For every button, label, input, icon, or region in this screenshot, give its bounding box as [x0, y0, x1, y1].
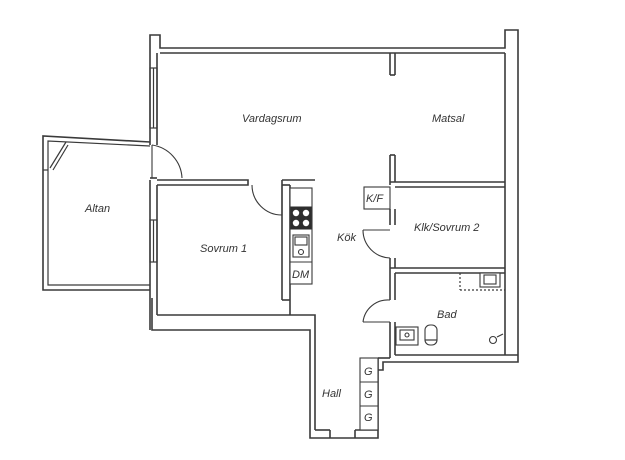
stove [290, 206, 312, 230]
room-label-kok: Kök [337, 232, 356, 244]
klk-door [362, 209, 396, 268]
wardrobe-label-1: G [364, 366, 373, 378]
kitchen-counter [289, 187, 313, 285]
bedroom1-door [251, 184, 283, 216]
wardrobes [359, 357, 379, 431]
wardrobe-label-3: G [364, 412, 373, 424]
dishwasher-label: DM [292, 269, 310, 281]
fridge-freezer-label: K/F [366, 193, 384, 205]
window-left-upper [149, 67, 158, 129]
balcony-door [150, 144, 183, 179]
fridge-freezer [363, 186, 391, 210]
toilet [424, 324, 438, 346]
room-label-bad: Bad [437, 309, 457, 321]
balcony-outline [42, 135, 151, 291]
window-left-lower [149, 219, 158, 263]
wall-matsal-klk [390, 181, 505, 188]
room-label-matsal: Matsal [432, 113, 465, 125]
room-label-klk-sovrum2: Klk/Sovrum 2 [414, 222, 479, 234]
wall-bedroom-kitchen [281, 185, 291, 315]
room-label-sovrum1: Sovrum 1 [200, 243, 247, 255]
wall-matsal-divider [389, 53, 396, 185]
room-label-altan: Altan [84, 203, 110, 215]
wall-living-bedroom [157, 179, 315, 186]
bathroom-door [362, 299, 440, 359]
outer-walls [149, 29, 519, 439]
room-label-vardagsrum: Vardagsrum [242, 113, 302, 125]
room-label-hall: Hall [322, 388, 342, 400]
wardrobe-label-2: G [364, 389, 373, 401]
shower-drain [488, 335, 498, 345]
bathroom-fixtures [395, 272, 505, 346]
